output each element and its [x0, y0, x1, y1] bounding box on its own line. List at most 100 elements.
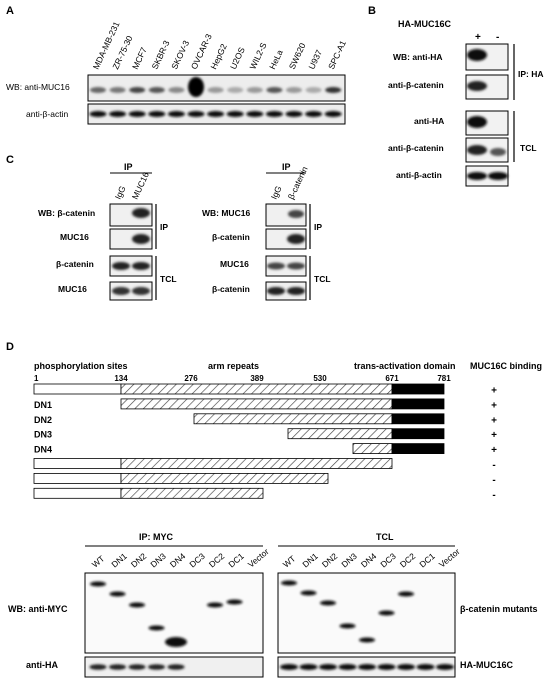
binding-mark: +	[491, 415, 497, 426]
binding-mark: -	[492, 490, 495, 501]
panel-b-ip-label: IP: HA	[518, 69, 544, 79]
blot-right1-label: β-catenin mutants	[460, 604, 538, 614]
ip-myc-band	[109, 591, 126, 597]
panel-a-actin-band	[305, 111, 323, 117]
ip-myc-band	[148, 625, 165, 631]
panel-c-left-row2: MUC16	[60, 232, 89, 242]
construct-name: DN1	[34, 400, 52, 410]
panel-a-actin-band	[148, 111, 166, 117]
panel-a-lane-label: U2OS	[228, 45, 247, 71]
arm-repeat-segment	[352, 443, 393, 455]
panel-c-right-bands	[267, 210, 305, 295]
transactivation-segment	[391, 398, 445, 410]
panel-a-actin-bands	[89, 111, 342, 117]
panel-b-plus: +	[475, 32, 481, 43]
blot-lane-label: DN1	[300, 551, 320, 570]
panel-b: B HA-MUC16C + - WB: anti-HA anti-β-caten…	[368, 5, 544, 187]
tcl-myc-band	[359, 637, 375, 643]
panel-a-actin-band	[109, 111, 127, 117]
panel-a-actin-band	[324, 111, 342, 117]
blot-lane-label: DC1	[417, 551, 437, 570]
transactivation-segment	[391, 413, 445, 425]
blot-lane-label: DN4	[359, 551, 379, 570]
ip-ha-band	[89, 664, 107, 670]
panel-a-actin-band	[187, 111, 205, 117]
blot-lane-label: DN4	[168, 551, 188, 570]
panel-c-left-lane-2: MUC16	[130, 170, 151, 201]
panel-b-bands	[467, 49, 508, 180]
header-binding: MUC16C binding	[470, 361, 542, 371]
panel-a-muc16-band	[266, 87, 283, 93]
ip-myc-band	[207, 602, 223, 608]
binding-mark: +	[491, 430, 497, 441]
binding-mark: +	[491, 400, 497, 411]
arm-repeat-segment	[287, 428, 393, 440]
panel-a-muc16-band	[207, 87, 224, 93]
position-label: 276	[184, 374, 198, 383]
panel-a-actin-band	[246, 111, 264, 117]
blot-lane-label: WT	[90, 553, 107, 569]
panel-c-right-blot-4	[265, 281, 307, 301]
panel-a-actin-band	[226, 111, 244, 117]
panel-a-muc16-band	[325, 87, 342, 93]
panel-c-left-tcl-label: TCL	[160, 274, 177, 284]
ip-myc-band	[226, 599, 243, 605]
panel-b-minus: -	[496, 32, 499, 43]
panel-c-right-blot-3	[265, 255, 307, 277]
blot-row1-label: WB: anti-MYC	[8, 604, 68, 614]
blot-lane-label: DC2	[398, 551, 418, 570]
panel-a-actin-band	[167, 111, 185, 117]
ip-ha-band	[148, 664, 165, 670]
tcl-ha-band	[319, 664, 337, 670]
panel-c-left-ip-label: IP	[160, 222, 168, 232]
blot-row2-label: anti-HA	[26, 660, 58, 670]
panel-c-left-blot-2	[109, 228, 153, 250]
panel-a-muc16-band	[188, 77, 204, 97]
tcl-myc-band	[281, 580, 297, 586]
panel-a-actin-band	[265, 111, 283, 117]
arm-repeat-segment	[193, 413, 393, 425]
arm-repeat-segment	[120, 487, 264, 499]
blot-ip-header: IP: MYC	[139, 532, 174, 542]
panel-c-left-blot-3	[109, 255, 153, 277]
tcl-ha-band	[397, 664, 415, 670]
panel-a-muc16-band	[305, 87, 322, 93]
panel-a-lane-label: SW620	[287, 41, 308, 71]
panel-d-schematic: D phosphorylation sites arm repeats tran…	[6, 341, 542, 501]
arm-repeat-segment	[120, 398, 393, 410]
panel-c-right-row1: WB: MUC16	[202, 208, 250, 218]
transactivation-segment	[391, 428, 445, 440]
binding-mark: -	[492, 460, 495, 471]
panel-a-lane-label: WIL2-S	[248, 41, 269, 71]
panel-a-actin-band	[89, 111, 107, 117]
panel-a-lane-label: U937	[306, 48, 324, 71]
position-label: 671	[385, 374, 399, 383]
tcl-myc-band	[339, 623, 356, 629]
ip-myc-band	[165, 637, 187, 647]
panel-a-lane-label: MCF7	[130, 45, 149, 70]
tcl-ha-band	[338, 664, 357, 670]
panel-c-letter: C	[6, 154, 14, 166]
transactivation-segment	[391, 383, 445, 395]
position-label: 530	[313, 374, 327, 383]
position-label: 134	[114, 374, 128, 383]
header-arm: arm repeats	[208, 361, 259, 371]
panel-a-row1-label: WB: anti-MUC16	[6, 82, 70, 92]
panel-b-letter: B	[368, 5, 376, 17]
panel-c-left-ip-header: IP	[124, 162, 133, 172]
panel-a-actin-band	[128, 111, 146, 117]
panel-a-muc16-band	[227, 87, 244, 93]
panel-c-right-ip-label: IP	[314, 222, 322, 232]
blot-lane-label: DC1	[226, 551, 246, 570]
blot-lane-label: DN2	[320, 551, 340, 570]
tcl-ha-band	[377, 664, 396, 670]
construct-name: DN2	[34, 415, 52, 425]
ip-myc-band	[90, 581, 106, 587]
panel-a-lane-label: HeLa	[267, 48, 285, 71]
panel-a-muc16-band	[286, 87, 302, 93]
arm-repeat-segment	[120, 472, 329, 484]
blot-lane-label: DC2	[207, 551, 227, 570]
